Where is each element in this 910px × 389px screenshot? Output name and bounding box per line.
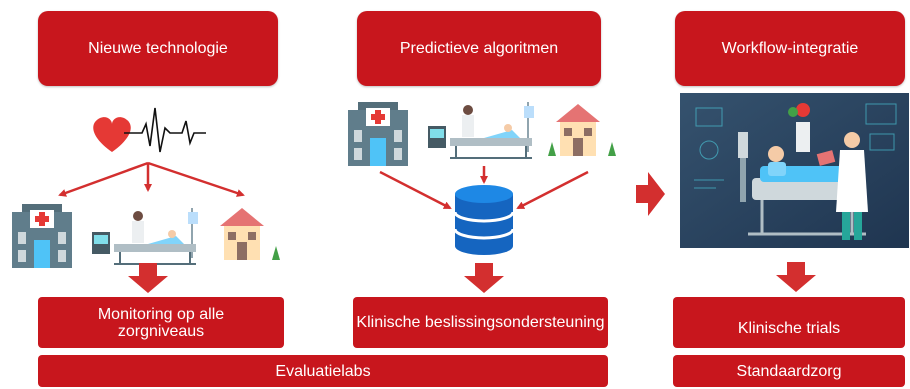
down-arrow-right xyxy=(776,262,816,292)
monitoring-label: Monitoring op alle zorgniveaus xyxy=(97,305,225,340)
predictieve-algoritmen-box: Predictieve algoritmen xyxy=(357,11,601,86)
beslissingsondersteuning-box: Klinische beslissingsondersteuning xyxy=(353,297,608,348)
patient-bed-icon xyxy=(428,102,534,159)
hospital-icon xyxy=(12,204,72,268)
evaluatielabs-box: Evaluatielabs xyxy=(38,355,608,387)
workflow-integratie-label: Workflow-integratie xyxy=(721,39,859,57)
monitoring-box: Monitoring op alle zorgniveaus xyxy=(38,297,284,348)
klinische-trials-box: Klinische trials xyxy=(673,297,905,348)
klinische-trials-label: Klinische trials xyxy=(737,320,841,337)
evaluatielabs-label: Evaluatielabs xyxy=(275,362,371,380)
beslissingsondersteuning-label: Klinische beslissingsondersteuning xyxy=(356,314,605,331)
workflow-integratie-box: Workflow-integratie xyxy=(675,11,905,86)
patient-bed-icon xyxy=(92,208,198,265)
down-arrow-left xyxy=(128,263,168,293)
heart-distribution-arrows xyxy=(58,161,245,197)
right-arrow xyxy=(636,172,665,216)
predictieve-algoritmen-label: Predictieve algoritmen xyxy=(399,39,559,57)
converging-arrows xyxy=(379,166,589,210)
hospital-icon xyxy=(348,102,408,166)
down-arrow-center xyxy=(464,263,504,293)
house-icon xyxy=(220,208,280,260)
heart-ecg-icon xyxy=(93,107,206,153)
standaardzorg-box: Standaardzorg xyxy=(673,355,905,387)
clinical-workflow-image xyxy=(680,93,909,248)
nieuwe-technologie-label: Nieuwe technologie xyxy=(88,39,228,57)
house-icon xyxy=(548,104,616,156)
database-icon xyxy=(453,185,515,255)
standaardzorg-label: Standaardzorg xyxy=(736,362,842,380)
nieuwe-technologie-box: Nieuwe technologie xyxy=(38,11,278,86)
